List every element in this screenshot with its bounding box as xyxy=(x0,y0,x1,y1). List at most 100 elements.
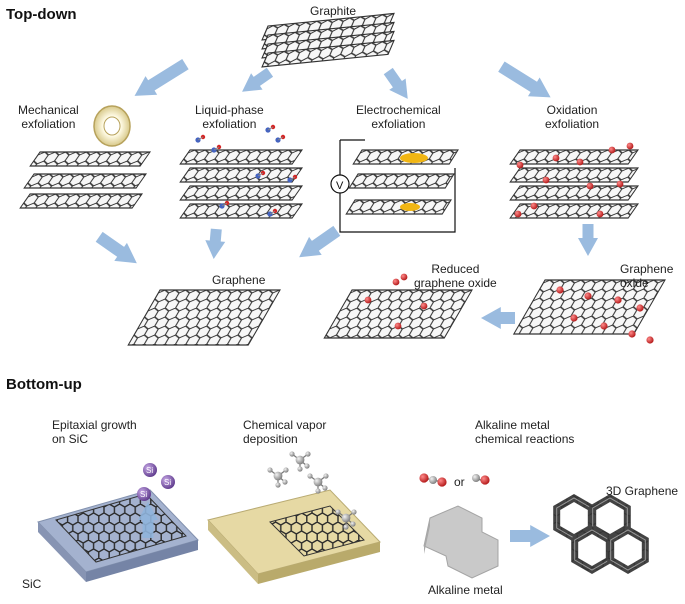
electro-layer-3-lattice xyxy=(345,199,452,215)
rgo-sheet-lattice xyxy=(323,289,473,339)
mechanical-line-1: Mechanical xyxy=(18,103,79,117)
rgo-line-1: Reduced xyxy=(431,262,480,276)
cvd-line-1: Chemical vapor xyxy=(243,418,327,432)
3d-cell-4-edge xyxy=(610,529,646,571)
go-oxygen-2 xyxy=(614,296,622,304)
solvent-bond-3 xyxy=(277,136,284,141)
tape-roll-hole xyxy=(103,116,121,136)
solvent-bond-0 xyxy=(197,136,204,141)
liquid-layer-3-lattice xyxy=(179,185,304,201)
arrow-to-3d-graphene xyxy=(510,525,550,547)
intercalant-patch-1 xyxy=(400,153,428,163)
rgo-oxygen-float-2 xyxy=(400,273,408,281)
arrow-liquid-to-graphene xyxy=(205,228,226,259)
c-atom-3 xyxy=(341,513,351,523)
go-oxygen-0 xyxy=(556,286,564,294)
h-atom-1-3 xyxy=(282,479,288,485)
h-atom-1-0 xyxy=(267,467,273,473)
h-atom-4-1 xyxy=(305,451,311,457)
h-atom-2-1 xyxy=(323,473,329,479)
section-title-top-down: Top-down xyxy=(6,6,77,23)
solvent-bond-6 xyxy=(221,202,228,207)
liquid-layer-4 xyxy=(179,203,304,219)
h-atom-3-3 xyxy=(350,521,356,527)
alkaline-metal-side xyxy=(424,518,430,554)
rgo-oxygen-2 xyxy=(420,302,428,310)
go-oxygen-4 xyxy=(570,314,578,322)
arrow-si-up xyxy=(138,502,158,538)
oxygen-group-10 xyxy=(514,210,522,218)
h-atom-4-2 xyxy=(297,466,303,472)
oxid-layer-1 xyxy=(509,149,640,165)
solvent-bond-1 xyxy=(213,146,220,151)
h-atom-1-1 xyxy=(283,467,289,473)
graphene-label: Graphene xyxy=(212,273,266,287)
liquid-line-2: exfoliation xyxy=(202,117,257,131)
electro-line-1: Electrochemical xyxy=(356,103,441,117)
or-label: or xyxy=(454,475,465,489)
liquid-phase-exfoliation-label: Liquid-phase exfoliation xyxy=(195,103,264,131)
chemical-vapor-deposition-label: Chemical vapor deposition xyxy=(243,418,326,446)
sic-substrate-side-front xyxy=(86,540,198,582)
liquid-layer-3 xyxy=(179,185,304,201)
arrow-oxid-to-go xyxy=(578,224,598,256)
oxygen-group-7 xyxy=(616,180,624,188)
go-oxygen-6 xyxy=(628,330,636,338)
graphite-label: Graphite xyxy=(310,4,357,18)
mech-layer-3-lattice xyxy=(19,193,144,209)
oxid-layer-4 xyxy=(509,203,640,219)
electro-layer-2 xyxy=(348,173,455,189)
voltmeter-symbol: V xyxy=(336,180,344,192)
oxygen-group-2 xyxy=(576,158,584,166)
sic-substrate-side-left xyxy=(38,522,86,582)
mech-layer-1 xyxy=(29,151,152,167)
h-atom-4-0 xyxy=(289,451,295,457)
liquid-layer-2 xyxy=(179,167,304,183)
h-atom-2-0 xyxy=(307,473,313,479)
go-line-2: oxide xyxy=(620,276,649,290)
graphite-layer-4-lattice xyxy=(261,39,395,68)
mechanical-line-2: exfoliation xyxy=(21,117,76,131)
h-atom-3-0 xyxy=(335,509,341,515)
co2-molecule-atom-1 xyxy=(429,476,437,484)
electro-layer-3 xyxy=(345,199,452,215)
arrow-electro-to-graphene xyxy=(299,225,341,258)
oxid-layer-4-lattice xyxy=(509,203,640,219)
electro-layer-2-lattice xyxy=(348,173,455,189)
go-oxygen-5 xyxy=(600,322,608,330)
mech-layer-1-lattice xyxy=(29,151,152,167)
mech-layer-2 xyxy=(23,173,148,189)
si-atom-1 xyxy=(143,463,157,477)
co-molecule-atom-1 xyxy=(480,475,490,485)
go-sheet xyxy=(512,279,666,335)
oxygen-group-5 xyxy=(542,176,550,184)
si-atom-3 xyxy=(137,487,151,501)
co2-molecule-atom-2 xyxy=(437,477,447,487)
graphene-sheet-lattice xyxy=(127,289,281,346)
liquid-line-1: Liquid-phase xyxy=(195,103,264,117)
h-atom-1-2 xyxy=(275,482,281,488)
go-oxygen-3 xyxy=(636,304,644,312)
sic-graphene-layer xyxy=(55,493,187,563)
rgo-oxygen-0 xyxy=(364,296,372,304)
alkaline-metal-reactions-label: Alkaline metal chemical reactions xyxy=(475,418,574,446)
si-atom-label-2: Si xyxy=(164,478,171,487)
rgo-sheet xyxy=(323,289,473,339)
arrow-go-to-rgo xyxy=(481,307,515,329)
oxygen-group-0 xyxy=(516,161,524,169)
graphene-sheet xyxy=(127,289,281,346)
intercalant-patch-2 xyxy=(400,203,420,211)
arrow-to-oxidation xyxy=(498,61,551,98)
rgo-line-2: graphene oxide xyxy=(414,276,497,290)
arrow-to-mechanical xyxy=(134,58,189,96)
graphite-layer-4 xyxy=(261,39,395,68)
3d-cell-3-lattice xyxy=(571,526,613,574)
oxid-layer-3 xyxy=(509,185,640,201)
co-molecule-atom-0 xyxy=(472,474,480,482)
oxidation-exfoliation-label: Oxidation exfoliation xyxy=(545,103,599,131)
alkaline-line-1: Alkaline metal xyxy=(475,418,550,432)
h-atom-4-3 xyxy=(304,463,310,469)
epitaxial-line-2: on SiC xyxy=(52,432,89,446)
